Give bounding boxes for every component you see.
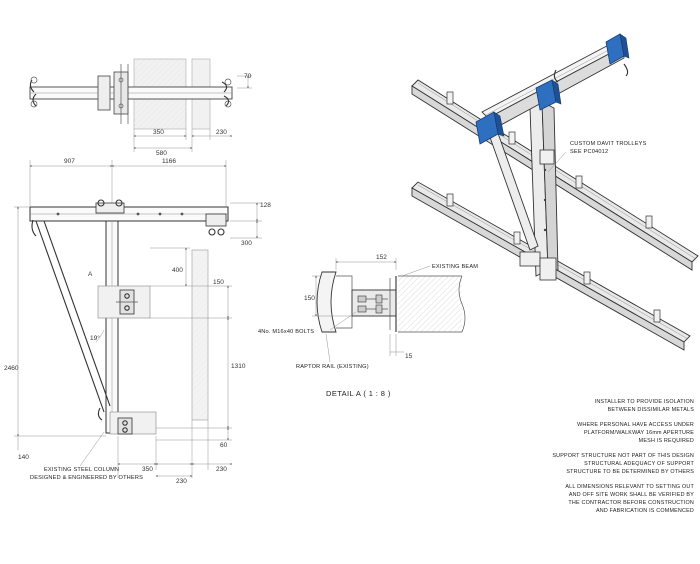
detail-a-view: 152 150 15 EXISTING BEAM 4No. M16x40 BOL… <box>258 254 478 398</box>
note-1-line1: INSTALLER TO PROVIDE ISOLATION <box>595 399 694 405</box>
plan-dim-right: 230 <box>216 129 227 136</box>
elev-dim-150: 150 <box>213 279 224 286</box>
detail-label-existing-beam: EXISTING BEAM <box>432 264 478 270</box>
detail-label-bolts: 4No. M16x40 BOLTS <box>258 329 314 335</box>
davit-brace <box>35 220 105 413</box>
elev-dim-bottom-230b: 230 <box>176 478 187 485</box>
general-notes: INSTALLER TO PROVIDE ISOLATION BETWEEN D… <box>552 399 694 514</box>
column-note-line1: EXISTING STEEL COLUMN <box>44 467 119 473</box>
detail-bolt-top <box>357 294 388 304</box>
note-1-line2: BETWEEN DISSIMILAR METALS <box>608 407 695 413</box>
detail-dim-bottom: 15 <box>405 353 413 360</box>
detail-dim-side: 150 <box>304 295 315 302</box>
note-2-line2: PLATFORM/WALKWAY 16mm APERTURE <box>584 430 694 436</box>
note-4-line4: AND FABRICATION IS COMMENCED <box>596 508 694 514</box>
iso-label-trolleys-line1: CUSTOM DAVIT TROLLEYS <box>570 141 647 147</box>
elev-dim-height: 2460 <box>4 365 19 372</box>
note-3-line1: SUPPORT STRUCTURE NOT PART OF THIS DESIG… <box>552 453 694 459</box>
note-2-line1: WHERE PERSONAL HAVE ACCESS UNDER <box>577 422 694 428</box>
elevation-view: 907 1166 128 300 19° A <box>4 158 271 485</box>
plan-trolley-right <box>221 81 230 107</box>
iso-trolley-right <box>605 33 630 65</box>
elev-dim-bottom-350: 350 <box>142 466 153 473</box>
note-2-line3: MESH IS REQUIRED <box>639 438 694 444</box>
elev-dim-140: 140 <box>18 454 29 461</box>
elev-dim-right-span: 1166 <box>162 158 176 165</box>
iso-arm <box>481 39 625 119</box>
plan-view: 70 350 230 580 <box>29 58 252 157</box>
elev-trolley-left <box>95 199 125 214</box>
note-3-line2: STRUCTURAL ADEQUACY OF SUPPORT <box>584 461 694 467</box>
detail-dim-top: 152 <box>376 254 387 261</box>
note-4-line3: THE CONTRACTOR BEFORE CONSTRUCTION <box>568 500 694 506</box>
elev-dim-drop: 300 <box>241 240 252 247</box>
plan-dim-height: 70 <box>244 73 252 80</box>
elev-dim-lower-span: 1310 <box>231 363 246 370</box>
iso-trolley-left <box>475 111 505 145</box>
lower-bracket-plate <box>109 411 157 435</box>
elev-dim-top-right: 128 <box>260 202 271 209</box>
elev-angle: 19° <box>90 334 100 342</box>
detail-label-rail: RAPTOR RAIL (EXISTING) <box>296 364 369 370</box>
note-4-line2: AND OFF SITE WORK SHALL BE VERIFIED BY <box>569 492 694 498</box>
elev-dim-bottom-230a: 230 <box>216 466 227 473</box>
detail-marker: A <box>88 271 93 278</box>
elev-dim-inner-offset: 400 <box>172 267 183 274</box>
iso-rail-clips <box>446 91 661 323</box>
iso-trolley-mid <box>535 79 562 111</box>
elev-dim-60: 60 <box>220 442 228 449</box>
detail-title: DETAIL A ( 1 : 8 ) <box>326 389 391 398</box>
plan-dim-total: 580 <box>156 150 167 157</box>
elev-dim-left-span: 907 <box>64 158 75 165</box>
note-3-line3: STRUCTURE TO BE DETERMINED BY OTHERS <box>566 469 694 475</box>
isometric-view: CUSTOM DAVIT TROLLEYS SEE PC04012 <box>411 33 699 351</box>
detail-rail-profile <box>316 271 337 333</box>
detail-existing-beam <box>398 276 462 332</box>
plan-dim-left: 350 <box>153 129 164 136</box>
elev-trolley-right <box>205 213 227 236</box>
detail-bolt-bottom <box>357 304 388 314</box>
note-4-line1: ALL DIMENSIONS RELEVANT TO SETTING OUT <box>565 484 694 490</box>
plan-post <box>97 75 111 111</box>
column-note-line2: DESIGNED & ENGINEERED BY OTHERS <box>30 475 143 481</box>
iso-label-trolleys-line2: SEE PC04012 <box>570 149 608 155</box>
